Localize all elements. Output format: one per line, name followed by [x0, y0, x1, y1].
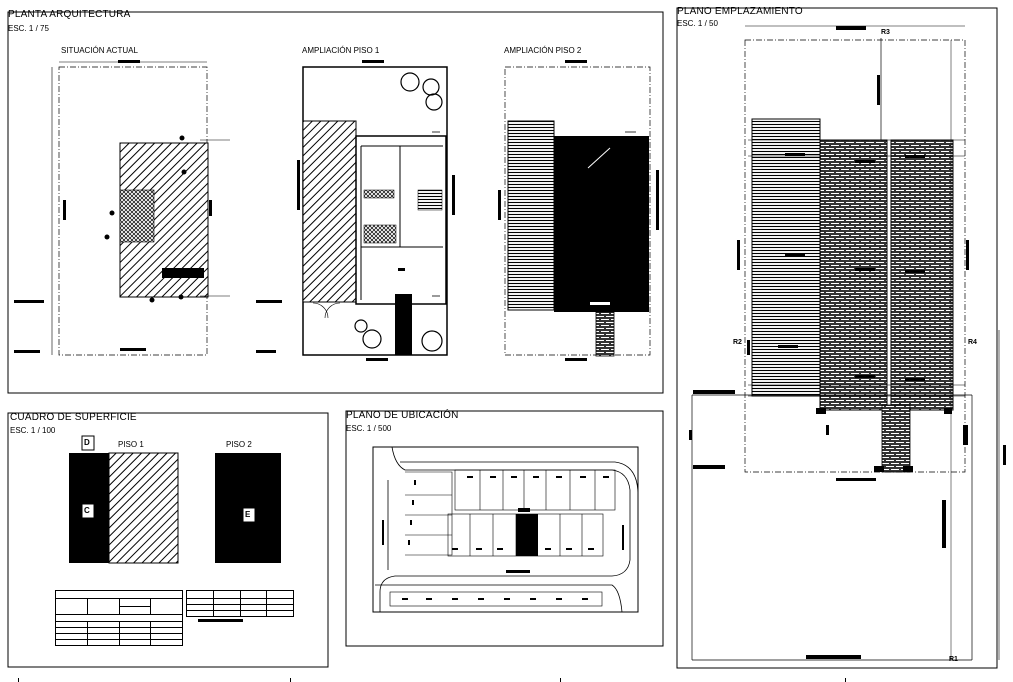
ubicacion-panel	[345, 410, 664, 647]
tag-e: E	[245, 510, 251, 519]
ubicacion-scale: ESC. 1 / 500	[346, 424, 392, 433]
superficie-scale: ESC. 1 / 100	[10, 426, 56, 435]
view-label-situacion: SITUACIÓN ACTUAL	[61, 46, 138, 55]
emplazamiento-title: PLANO EMPLAZAMIENTO	[677, 6, 803, 17]
superficie-piso1-label: PISO 1	[118, 440, 144, 449]
situacion-actual-plan	[14, 60, 230, 356]
emplazamiento-panel	[676, 7, 1006, 669]
ubicacion-title: PLANO DE UBICACIÓN	[346, 410, 459, 421]
marker-r1: R1	[949, 656, 958, 663]
superficie-piso2-label: PISO 2	[226, 440, 252, 449]
planta-panel	[7, 11, 664, 394]
marker-r2: R2	[733, 339, 742, 346]
superficie-panel	[7, 412, 329, 668]
planta-title: PLANTA ARQUITECTURA	[8, 9, 131, 20]
marker-r3: R3	[881, 29, 890, 36]
superficie-table-existente	[55, 590, 183, 646]
ampliacion-piso1-plan	[256, 60, 455, 361]
sheet-ticks	[18, 678, 846, 682]
ampliacion-piso2-plan	[498, 60, 659, 361]
superficie-table-resumen	[186, 590, 294, 617]
view-label-piso1: AMPLIACIÓN PISO 1	[302, 46, 380, 55]
superficie-title: CUADRO DE SUPERFICIE	[10, 412, 137, 423]
tag-c: C	[84, 506, 90, 515]
planta-scale: ESC. 1 / 75	[8, 24, 49, 33]
tag-d: D	[84, 438, 90, 447]
marker-r4: R4	[968, 339, 977, 346]
emplazamiento-scale: ESC. 1 / 50	[677, 19, 718, 28]
view-label-piso2: AMPLIACIÓN PISO 2	[504, 46, 582, 55]
